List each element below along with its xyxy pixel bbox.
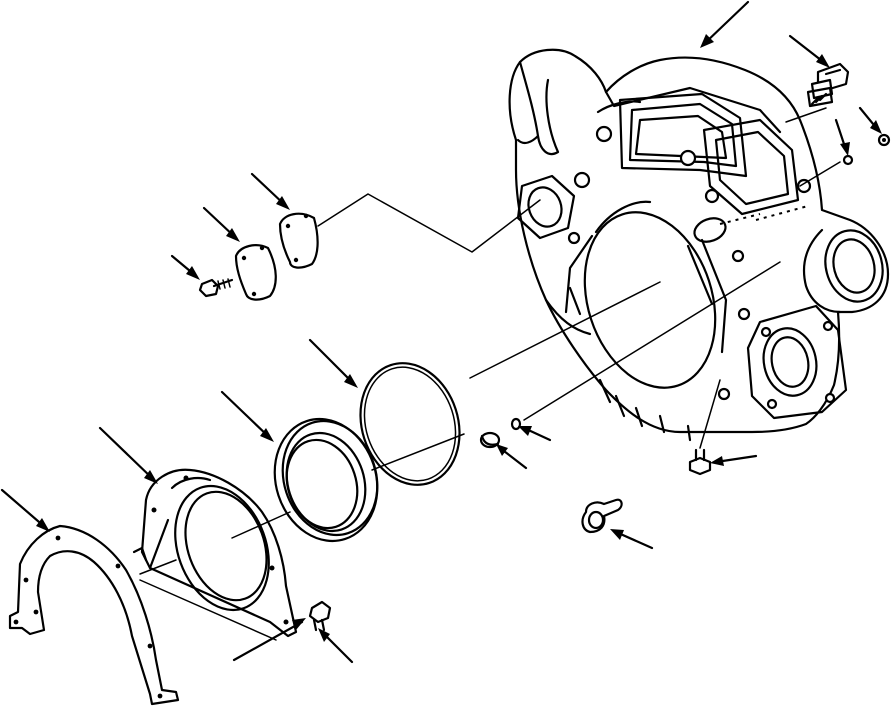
cover-gasket-icon xyxy=(278,212,319,269)
drain-plug-icon xyxy=(688,448,712,476)
callout-arrows xyxy=(0,0,882,664)
flywheel-housing-icon xyxy=(508,48,890,442)
pin-icon xyxy=(842,154,854,166)
plug-icon xyxy=(479,431,501,449)
cover-icon xyxy=(234,244,277,301)
bolt-icon xyxy=(806,62,850,108)
clip-icon xyxy=(581,498,623,534)
small-o-ring-icon xyxy=(510,417,522,431)
carrier-icon xyxy=(132,468,298,638)
cover-leader-line xyxy=(317,193,541,253)
carrier-bolt-icon xyxy=(308,600,332,632)
assembly-axis-lines xyxy=(139,107,841,641)
seal-icon xyxy=(273,417,379,543)
washer-icon xyxy=(877,133,891,147)
ring-icon xyxy=(359,362,461,486)
screw-icon xyxy=(198,278,234,298)
gasket-icon xyxy=(8,524,180,706)
